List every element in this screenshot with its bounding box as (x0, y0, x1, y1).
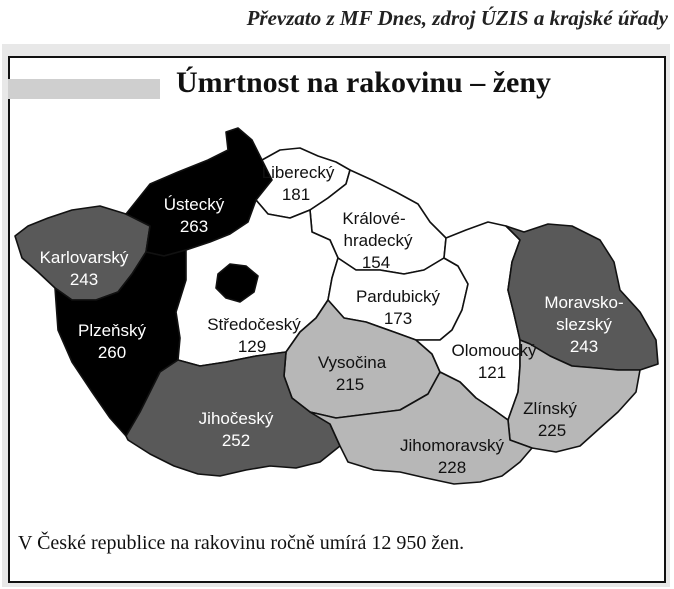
label-pardubicky-name: Pardubický (356, 287, 441, 306)
label-praha-value: 306 (268, 257, 296, 276)
region-praha (215, 263, 259, 303)
label-kralovehradecky-name2: hradecký (344, 231, 413, 250)
label-ustecky-name: Ústecký (164, 195, 225, 214)
label-kralovehradecky-value: 154 (362, 253, 390, 272)
label-moravskoslezsky-name: Moravsko- (544, 293, 623, 312)
map-title: Úmrtnost na rakovinu – ženy (176, 66, 552, 99)
label-ustecky-value: 263 (180, 217, 208, 236)
label-zlinsky-name: Zlínský (523, 399, 577, 418)
label-vysocina-name: Vysočina (318, 353, 387, 372)
label-plzensky-name: Plzeňský (78, 321, 147, 340)
label-praha-name: Praha (259, 235, 305, 254)
label-liberecky-name: Liberecký (262, 163, 335, 182)
label-jihocesky-value: 252 (222, 431, 250, 450)
label-jihocesky-name: Jihočeský (199, 409, 274, 428)
label-pardubicky-value: 173 (384, 309, 412, 328)
label-plzensky-value: 260 (98, 343, 126, 362)
label-liberecky-value: 181 (282, 185, 310, 204)
label-moravskoslezsky-value: 243 (570, 337, 598, 356)
label-karlovarsky-name: Karlovarský (40, 248, 129, 267)
label-karlovarsky-value: 243 (70, 270, 98, 289)
label-olomoucky-value: 121 (478, 363, 506, 382)
label-vysocina-value: 215 (336, 375, 364, 394)
region-jihocesky (125, 351, 341, 477)
label-kralovehradecky-name: Králové- (342, 209, 405, 228)
summary-text: V České republice na rakovinu ročně umír… (18, 532, 465, 554)
label-olomoucky-name: Olomoucký (451, 341, 537, 360)
source-note: Převzato z MF Dnes, zdroj ÚZIS a krajské… (246, 6, 668, 30)
label-jihomoravsky-value: 228 (438, 458, 466, 477)
region-jihomoravsky (309, 371, 533, 485)
region-labels: Karlovarský 243 Ústecký 263 Liberecký 18… (40, 163, 624, 477)
label-stredocesky-value: 129 (238, 337, 266, 356)
label-jihomoravsky-name: Jihomoravský (400, 436, 504, 455)
label-zlinsky-value: 225 (538, 421, 566, 440)
label-moravskoslezsky-name2: slezský (556, 315, 612, 334)
title-accent-bar (8, 79, 160, 99)
label-stredocesky-name: Středočeský (207, 315, 301, 334)
